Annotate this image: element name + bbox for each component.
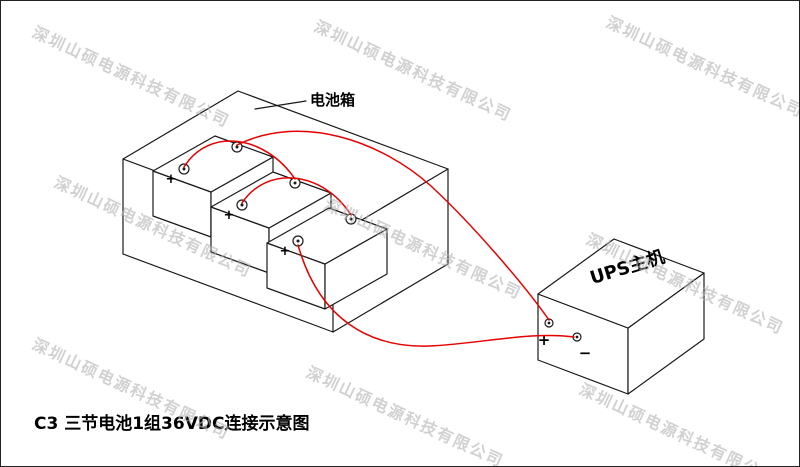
battery-3-plus-label: + [280, 244, 291, 259]
diagram-title: C3 三节电池1组36VDC连接示意图 [34, 413, 309, 434]
battery-box-callout: 电池箱 [254, 91, 355, 110]
battery-2-positive-terminal-dot [240, 203, 244, 207]
ups-box: UPS主机 + − [537, 238, 705, 395]
battery-1-positive-terminal-dot [182, 167, 186, 171]
battery-box-label-pointer [254, 100, 307, 110]
battery-2-negative-terminal-dot [293, 181, 297, 185]
battery-box-bottom-left-edge [122, 253, 334, 333]
wire-battery2-to-battery3 [241, 177, 352, 216]
battery-2-plus-label: + [224, 208, 235, 223]
battery-box-bottom-right-edge [332, 263, 449, 333]
battery-3: + [266, 207, 388, 310]
ups-minus-label: − [579, 344, 592, 362]
wires [183, 130, 575, 347]
ups-positive-terminal-dot [547, 321, 551, 325]
battery-box-label: 电池箱 [310, 91, 355, 109]
wire-battery1-to-ups-positive [236, 130, 550, 321]
ups-negative-terminal-dot [575, 335, 579, 339]
battery-1-plus-label: + [166, 172, 177, 187]
battery-1-top-face [152, 135, 274, 193]
wire-battery1-to-battery2 [183, 140, 296, 180]
ups-top-face [537, 238, 705, 329]
battery-3-negative-terminal-dot [349, 217, 353, 221]
battery-1-negative-terminal-dot [235, 145, 239, 149]
battery-3-positive-terminal-dot [296, 239, 300, 243]
wire-battery3-to-ups-negative [297, 244, 575, 347]
battery-3-top-face [266, 207, 388, 265]
ups-plus-label: + [538, 331, 551, 349]
